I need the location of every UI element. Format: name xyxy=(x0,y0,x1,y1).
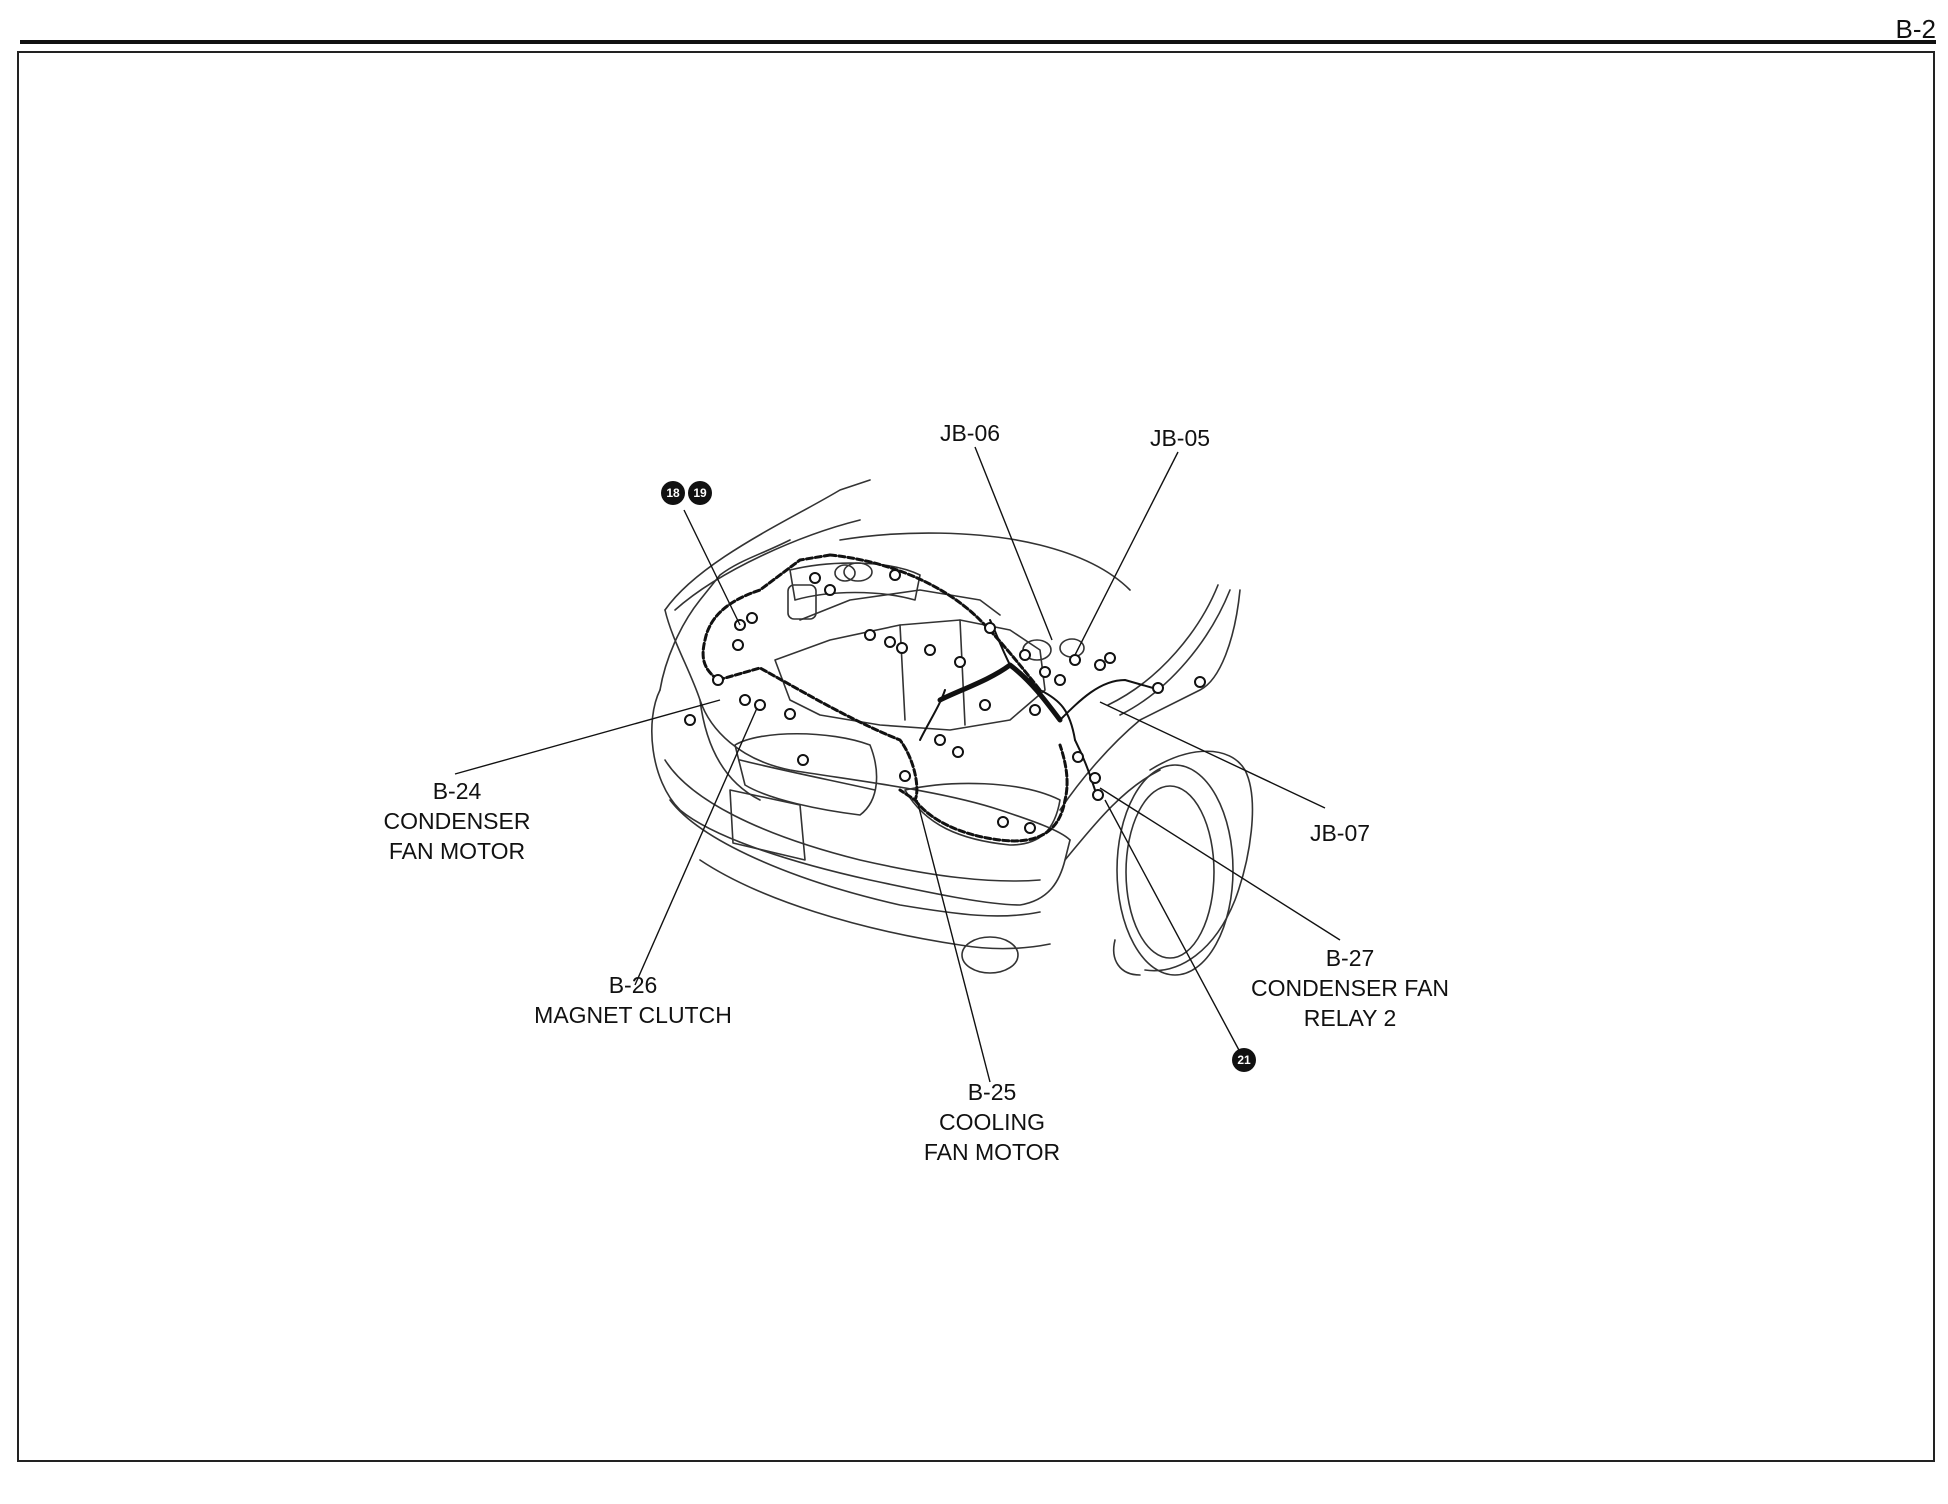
callout-b-24: B-24 CONDENSER FAN MOTOR xyxy=(384,776,531,866)
callout-b-24-line2: CONDENSER xyxy=(383,808,531,834)
callout-b-27-line2: CONDENSER FAN xyxy=(1250,975,1450,1001)
svg-text:19: 19 xyxy=(693,486,707,500)
callout-b-26: B-26 MAGNET CLUTCH xyxy=(534,970,732,1030)
header-rule xyxy=(20,40,1936,44)
callout-b-24-line3: FAN MOTOR xyxy=(388,838,526,864)
ground-ref-21: 21 xyxy=(1232,1048,1256,1072)
callout-b-25-line2: COOLING xyxy=(938,1109,1046,1135)
callout-jb-06-line1: JB-06 xyxy=(939,420,1001,446)
callout-b-27: B-27 CONDENSER FAN RELAY 2 xyxy=(1251,943,1449,1033)
callout-b-25-line3: FAN MOTOR xyxy=(923,1139,1061,1165)
connectors xyxy=(684,569,1206,834)
ground-ref-19: 19 xyxy=(688,481,712,505)
ground-ref-18: 18 xyxy=(661,481,685,505)
callout-b-25: B-25 COOLING FAN MOTOR xyxy=(924,1077,1060,1167)
callout-jb-05-line1: JB-05 xyxy=(1149,425,1211,451)
diagram-frame xyxy=(17,51,1935,1462)
callout-b-26-line1: B-26 xyxy=(608,972,658,998)
callout-jb-06: JB-06 xyxy=(940,418,1000,448)
callout-b-25-line1: B-25 xyxy=(967,1079,1017,1105)
callout-jb-05: JB-05 xyxy=(1150,423,1210,453)
callout-b-24-line1: B-24 xyxy=(432,778,482,804)
callout-b-27-line1: B-27 xyxy=(1325,945,1375,971)
wiring-harness xyxy=(701,553,1161,843)
callout-b-27-line3: RELAY 2 xyxy=(1303,1005,1397,1031)
vehicle-illustration xyxy=(651,479,1254,976)
leader-lines xyxy=(454,446,1341,1083)
svg-text:21: 21 xyxy=(1237,1053,1251,1067)
svg-text:18: 18 xyxy=(666,486,680,500)
page-number: B-2 xyxy=(1895,14,1936,44)
callout-jb-07-line1: JB-07 xyxy=(1309,820,1371,846)
callout-b-26-line2: MAGNET CLUTCH xyxy=(534,1002,732,1028)
callout-jb-07: JB-07 xyxy=(1310,818,1370,848)
